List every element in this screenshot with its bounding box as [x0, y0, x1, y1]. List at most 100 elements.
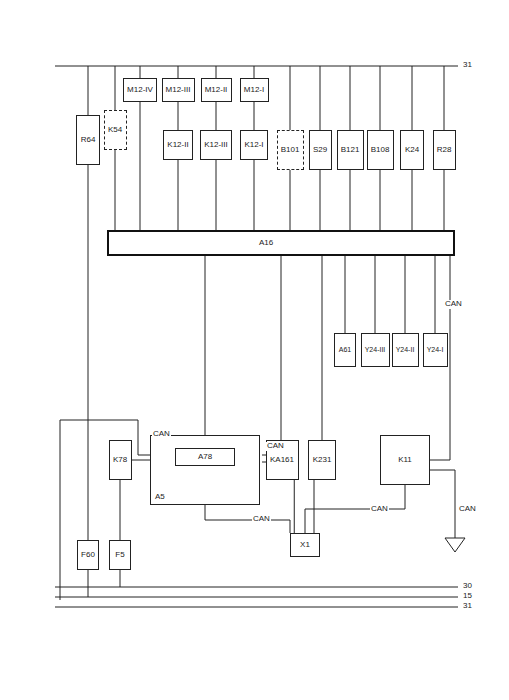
feed-wire: [120, 570, 121, 587]
component-label: Y24-II: [396, 346, 415, 354]
wire: [281, 256, 282, 440]
feed-wire: [88, 66, 89, 115]
wire: [345, 256, 346, 333]
component-box: M12-II: [201, 78, 232, 102]
feed-wire: [254, 66, 255, 78]
wire: [254, 102, 255, 130]
component-label: K78: [113, 456, 127, 465]
wire: [305, 485, 405, 533]
component-box: K11: [380, 435, 430, 485]
component-label: K24: [405, 146, 419, 155]
component-label: M12-II: [205, 86, 228, 95]
terminal-number: 31: [462, 602, 473, 611]
wire: [320, 170, 321, 230]
signal-name: CAN: [252, 515, 271, 524]
component-label: R64: [81, 136, 96, 145]
component-label: M12-IV: [127, 86, 153, 95]
signal-name: CAN: [152, 430, 171, 439]
component-label: B121: [341, 146, 360, 155]
component-label: K12-I: [244, 141, 263, 150]
wire: [350, 170, 351, 230]
component-label: Y24-III: [365, 346, 386, 354]
component-box: B108: [367, 130, 394, 170]
component-label: Y24-I: [427, 346, 444, 354]
signal-name: CAN: [370, 505, 389, 514]
feed-wire: [350, 66, 351, 130]
component-label: A78: [198, 453, 212, 462]
wire: [290, 170, 291, 230]
component-label: X1: [300, 541, 310, 550]
terminal-number: 30: [462, 582, 473, 591]
component-label: KA161: [270, 456, 294, 465]
wire: [444, 170, 445, 230]
wire: [380, 170, 381, 230]
wire: [115, 150, 116, 230]
component-label: K54: [108, 126, 122, 135]
feed-wire: [140, 66, 141, 78]
component-label: M12-III: [166, 86, 191, 95]
supply-rail: [55, 597, 458, 598]
component-box: A5 A78: [150, 435, 260, 505]
wire: [120, 480, 121, 540]
wire: [322, 256, 323, 440]
component-box: K24: [400, 130, 424, 170]
component-box: K54: [104, 110, 127, 150]
feed-wire: [290, 66, 291, 130]
wire: [132, 460, 151, 461]
wire: [178, 160, 179, 230]
feed-wire: [444, 66, 445, 130]
component-box: F5: [109, 540, 131, 570]
component-box: F60: [77, 540, 99, 570]
feed-wire: [320, 66, 321, 130]
wire: [216, 160, 217, 230]
component-box: R64: [76, 115, 100, 165]
component-box: M12-I: [240, 78, 269, 102]
signal-name: CAN: [266, 442, 285, 451]
component-box: Y24-II: [392, 333, 419, 367]
feed-wire: [380, 66, 381, 130]
component-box: K231: [308, 440, 336, 480]
signal-name: CAN: [444, 300, 463, 309]
component-label: S29: [313, 146, 327, 155]
wire: [205, 256, 206, 435]
wire: [216, 102, 217, 130]
component-box: K12-III: [200, 130, 232, 160]
component-label: K12-III: [204, 141, 228, 150]
feed-wire: [115, 66, 116, 110]
supply-rail: [55, 587, 458, 588]
component-box: M12-III: [162, 78, 195, 102]
component-label: R28: [437, 146, 452, 155]
component-box: M12-IV: [123, 78, 157, 102]
control-unit-bar: A16: [107, 230, 455, 256]
terminal-number: 15: [462, 592, 473, 601]
ground-symbol: [445, 538, 465, 552]
wire: [435, 256, 436, 333]
component-label: A5: [155, 493, 165, 502]
component-label: K12-II: [167, 141, 188, 150]
component-label: M12-I: [244, 86, 264, 95]
wire: [178, 102, 179, 130]
wire: [88, 165, 89, 540]
wire: [254, 160, 255, 230]
feed-wire: [216, 66, 217, 78]
feed-wire: [88, 570, 89, 597]
component-label: F5: [115, 551, 124, 560]
wire: [140, 102, 141, 230]
component-box: B121: [337, 130, 364, 170]
wire: [60, 420, 150, 600]
component-box: S29: [309, 130, 332, 170]
component-label: A16: [259, 239, 273, 248]
wire: [294, 480, 295, 533]
wire: [314, 480, 315, 533]
component-box: K78: [109, 440, 132, 480]
terminal-number: 31: [462, 61, 473, 70]
wire: [375, 256, 376, 333]
can-wire: [205, 505, 290, 533]
component-label: B108: [371, 146, 390, 155]
component-box: B101: [277, 130, 304, 170]
component-box: A61: [334, 333, 356, 367]
wire: [405, 256, 406, 333]
component-box: Y24-I: [423, 333, 448, 367]
signal-name: CAN: [458, 505, 477, 514]
component-box: X1: [290, 533, 320, 557]
